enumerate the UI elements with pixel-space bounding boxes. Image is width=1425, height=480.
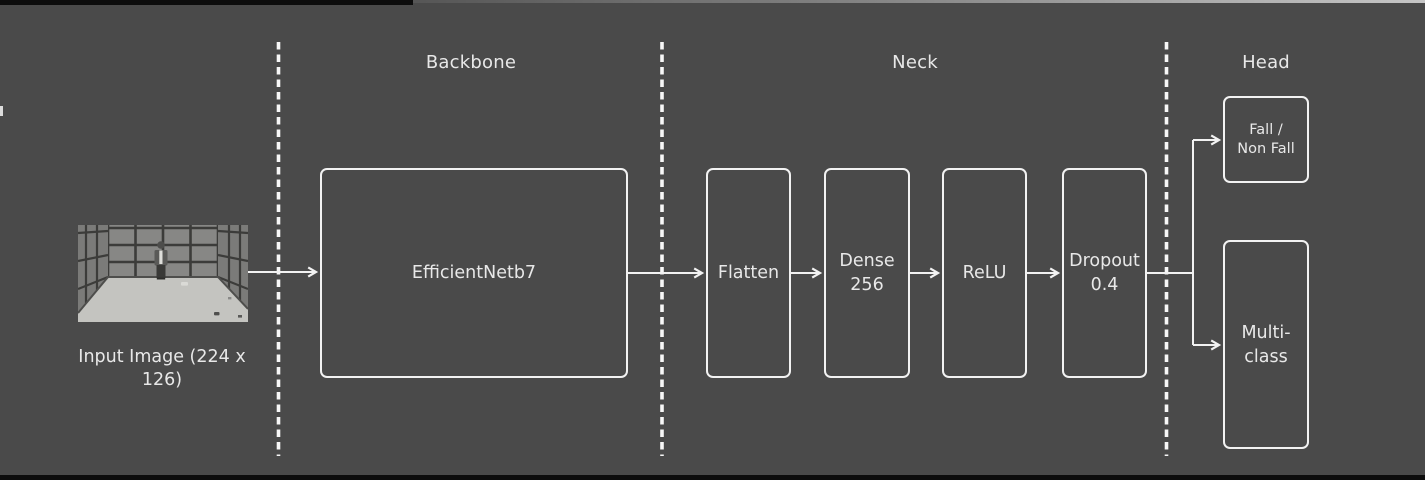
input-caption-line1: Input Image bbox=[78, 347, 184, 367]
section-label-head: Head bbox=[1242, 52, 1290, 73]
relu-node-label: ReLU bbox=[962, 263, 1007, 283]
dense-node: Dense 256 bbox=[824, 168, 910, 378]
dropout-node-label-line2: 0.4 bbox=[1090, 275, 1119, 295]
bottom-edge-bar bbox=[0, 475, 1425, 480]
flatten-node-label: Flatten bbox=[717, 263, 780, 283]
backbone-node-label: EfficientNetb7 bbox=[411, 263, 537, 283]
padded-room-photo bbox=[77, 225, 249, 322]
relu-node: ReLU bbox=[942, 168, 1027, 378]
top-edge-bar bbox=[0, 0, 413, 5]
flatten-node: Flatten bbox=[706, 168, 791, 378]
dense-node-label-line2: 256 bbox=[850, 275, 884, 295]
input-image-caption: Input Image (224 x 126) bbox=[62, 346, 262, 392]
top-edge-highlight bbox=[413, 0, 1425, 3]
multiclass-head-node: Multi- class bbox=[1223, 240, 1309, 449]
multiclass-head-label-line2: class bbox=[1244, 346, 1288, 367]
fall-head-label-line1: Fall / bbox=[1249, 121, 1283, 138]
section-label-backbone: Backbone bbox=[425, 52, 517, 73]
backbone-node: EfficientNetb7 bbox=[320, 168, 628, 378]
dense-node-label-line1: Dense bbox=[839, 251, 895, 271]
fall-nonfall-head-node: Fall / Non Fall bbox=[1223, 96, 1309, 183]
input-image bbox=[77, 225, 249, 322]
dropout-node: Dropout 0.4 bbox=[1062, 168, 1147, 378]
section-label-neck: Neck bbox=[892, 52, 938, 73]
dropout-node-label-line1: Dropout bbox=[1069, 251, 1140, 271]
multiclass-head-label-line1: Multi- bbox=[1241, 322, 1291, 343]
input-caption-line2: (224 x 126) bbox=[141, 347, 246, 390]
fall-head-label-line2: Non Fall bbox=[1237, 140, 1295, 157]
person-figure bbox=[154, 241, 168, 280]
left-edge-artifact bbox=[0, 106, 3, 116]
